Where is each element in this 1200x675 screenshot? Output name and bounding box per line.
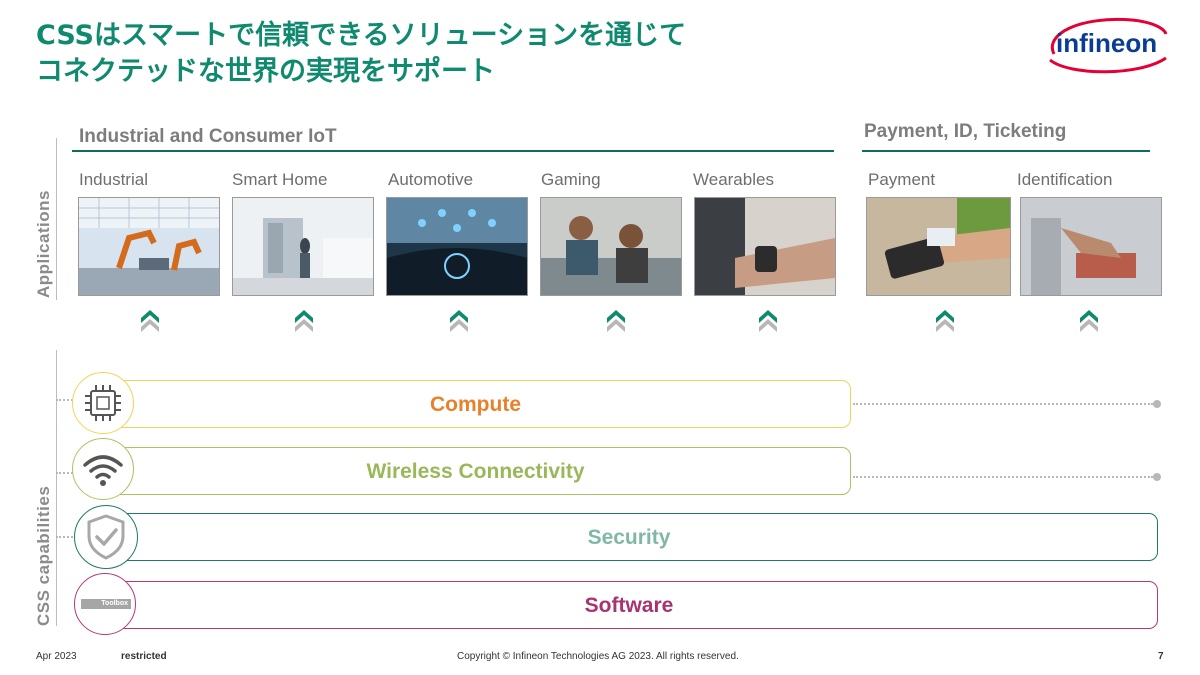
capabilities-side-label: CSS capabilities <box>34 485 53 626</box>
software-icon-circle: Toolbox <box>74 573 136 635</box>
automotive-photo <box>386 197 528 296</box>
app-label-wearables: Wearables <box>693 170 774 189</box>
identification-photo <box>1020 197 1162 296</box>
up-chevron-icon <box>1080 310 1098 332</box>
security-label: Security <box>587 526 671 549</box>
wifi-icon <box>83 455 123 486</box>
software-bar: Software <box>100 581 1158 629</box>
up-chevron-icon <box>607 310 625 332</box>
wireless-bar: Wireless Connectivity <box>100 447 851 495</box>
slide-title: CSSはスマートで信頼できるソリューションを通じて コネクテッドな世界の実現をサ… <box>36 18 686 90</box>
toolbox-icon: Toolbox <box>81 599 131 609</box>
group-underline-payment <box>862 150 1150 152</box>
group-title-payment: Payment, ID, Ticketing <box>864 121 1067 142</box>
group-title-iot: Industrial and Consumer IoT <box>79 126 337 147</box>
compute-icon-circle <box>72 372 134 434</box>
up-chevron-icon <box>936 310 954 332</box>
security-bar: Security <box>100 513 1158 561</box>
compute-left-connector <box>56 399 76 401</box>
svg-text:infineon: infineon <box>1056 28 1157 58</box>
wireless-right-connector <box>853 476 1153 478</box>
smart-home-photo <box>232 197 374 296</box>
capabilities-divider <box>56 350 57 626</box>
shield-check-icon <box>87 514 125 560</box>
applications-side-label: Applications <box>34 189 53 298</box>
title-line-2: コネクテッドな世界の実現をサポート <box>36 56 495 87</box>
up-chevron-icon <box>759 310 777 332</box>
app-label-industrial: Industrial <box>79 170 148 189</box>
software-label: Software <box>584 594 674 617</box>
up-chevron-icon <box>295 310 313 332</box>
compute-label: Compute <box>430 393 521 416</box>
app-label-payment: Payment <box>868 170 936 189</box>
applications-divider <box>56 138 57 300</box>
wireless-end-dot <box>1153 473 1161 481</box>
footer-page-number: 7 <box>1158 651 1164 662</box>
wireless-label: Wireless Connectivity <box>366 460 585 483</box>
app-label-identification: Identification <box>1017 170 1113 189</box>
wireless-icon-circle <box>72 438 134 500</box>
app-label-smart-home: Smart Home <box>232 170 328 189</box>
compute-right-connector <box>853 403 1153 405</box>
wearables-photo <box>694 197 836 296</box>
title-line-1: CSSはスマートで信頼できるソリューションを通じて <box>36 20 687 51</box>
footer-classification: restricted <box>121 651 167 662</box>
group-underline-iot <box>72 150 834 152</box>
app-label-gaming: Gaming <box>541 170 601 189</box>
chip-icon <box>85 385 121 421</box>
up-chevron-icon <box>141 310 159 332</box>
wireless-left-connector <box>56 472 76 474</box>
gaming-photo <box>540 197 682 296</box>
footer-date: Apr 2023 <box>36 651 77 662</box>
security-left-connector <box>56 536 76 538</box>
security-icon-circle <box>74 505 138 569</box>
footer-copyright: Copyright © Infineon Technologies AG 202… <box>457 651 739 662</box>
payment-photo <box>866 197 1011 296</box>
compute-bar: Compute <box>100 380 851 428</box>
industrial-photo <box>78 197 220 296</box>
app-label-automotive: Automotive <box>388 170 474 189</box>
compute-end-dot <box>1153 400 1161 408</box>
infineon-logo: infineon <box>1040 14 1170 76</box>
up-chevron-icon <box>450 310 468 332</box>
